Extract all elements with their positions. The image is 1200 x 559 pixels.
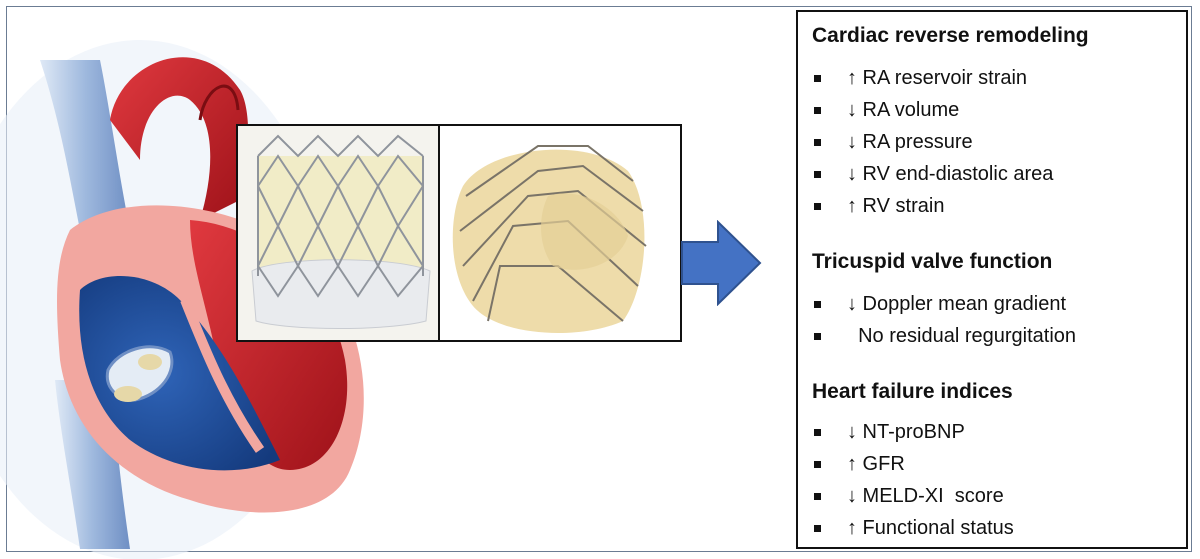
section-title-valve-function: Tricuspid valve function	[812, 250, 1053, 273]
bullet-icon	[814, 171, 821, 178]
outcomes-box: Cardiac reverse remodeling ↑ RA reservoi…	[796, 10, 1188, 549]
list-item: ↓ MELD-XI score	[814, 485, 1004, 508]
valve-panel-divider	[438, 126, 440, 340]
list-item: ↓ RA pressure	[814, 131, 973, 154]
bullet-icon	[814, 107, 821, 114]
bullet-icon	[814, 429, 821, 436]
valve-images-panel	[236, 124, 682, 342]
bullet-icon	[814, 203, 821, 210]
list-item: ↑ RA reservoir strain	[814, 67, 1027, 90]
bullet-icon	[814, 301, 821, 308]
bullet-icon	[814, 461, 821, 468]
list-item: ↓ RV end-diastolic area	[814, 163, 1053, 186]
bullet-icon	[814, 493, 821, 500]
list-item: ↓ Doppler mean gradient	[814, 293, 1066, 316]
bullet-icon	[814, 525, 821, 532]
bullet-icon	[814, 333, 821, 340]
list-item: ↑ GFR	[814, 453, 905, 476]
list-item: ↓ RA volume	[814, 99, 959, 122]
list-item: ↑ RV strain	[814, 195, 944, 218]
right-arrow-icon	[681, 220, 762, 306]
section-title-heart-failure: Heart failure indices	[812, 380, 1013, 403]
section-title-remodeling: Cardiac reverse remodeling	[812, 24, 1089, 47]
list-item: ↑ Functional status	[814, 517, 1014, 540]
bullet-icon	[814, 75, 821, 82]
bullet-icon	[814, 139, 821, 146]
valve-prosthesis-images	[238, 126, 680, 340]
list-item: ↓ NT-proBNP	[814, 421, 965, 444]
list-item: No residual regurgitation	[814, 325, 1076, 348]
